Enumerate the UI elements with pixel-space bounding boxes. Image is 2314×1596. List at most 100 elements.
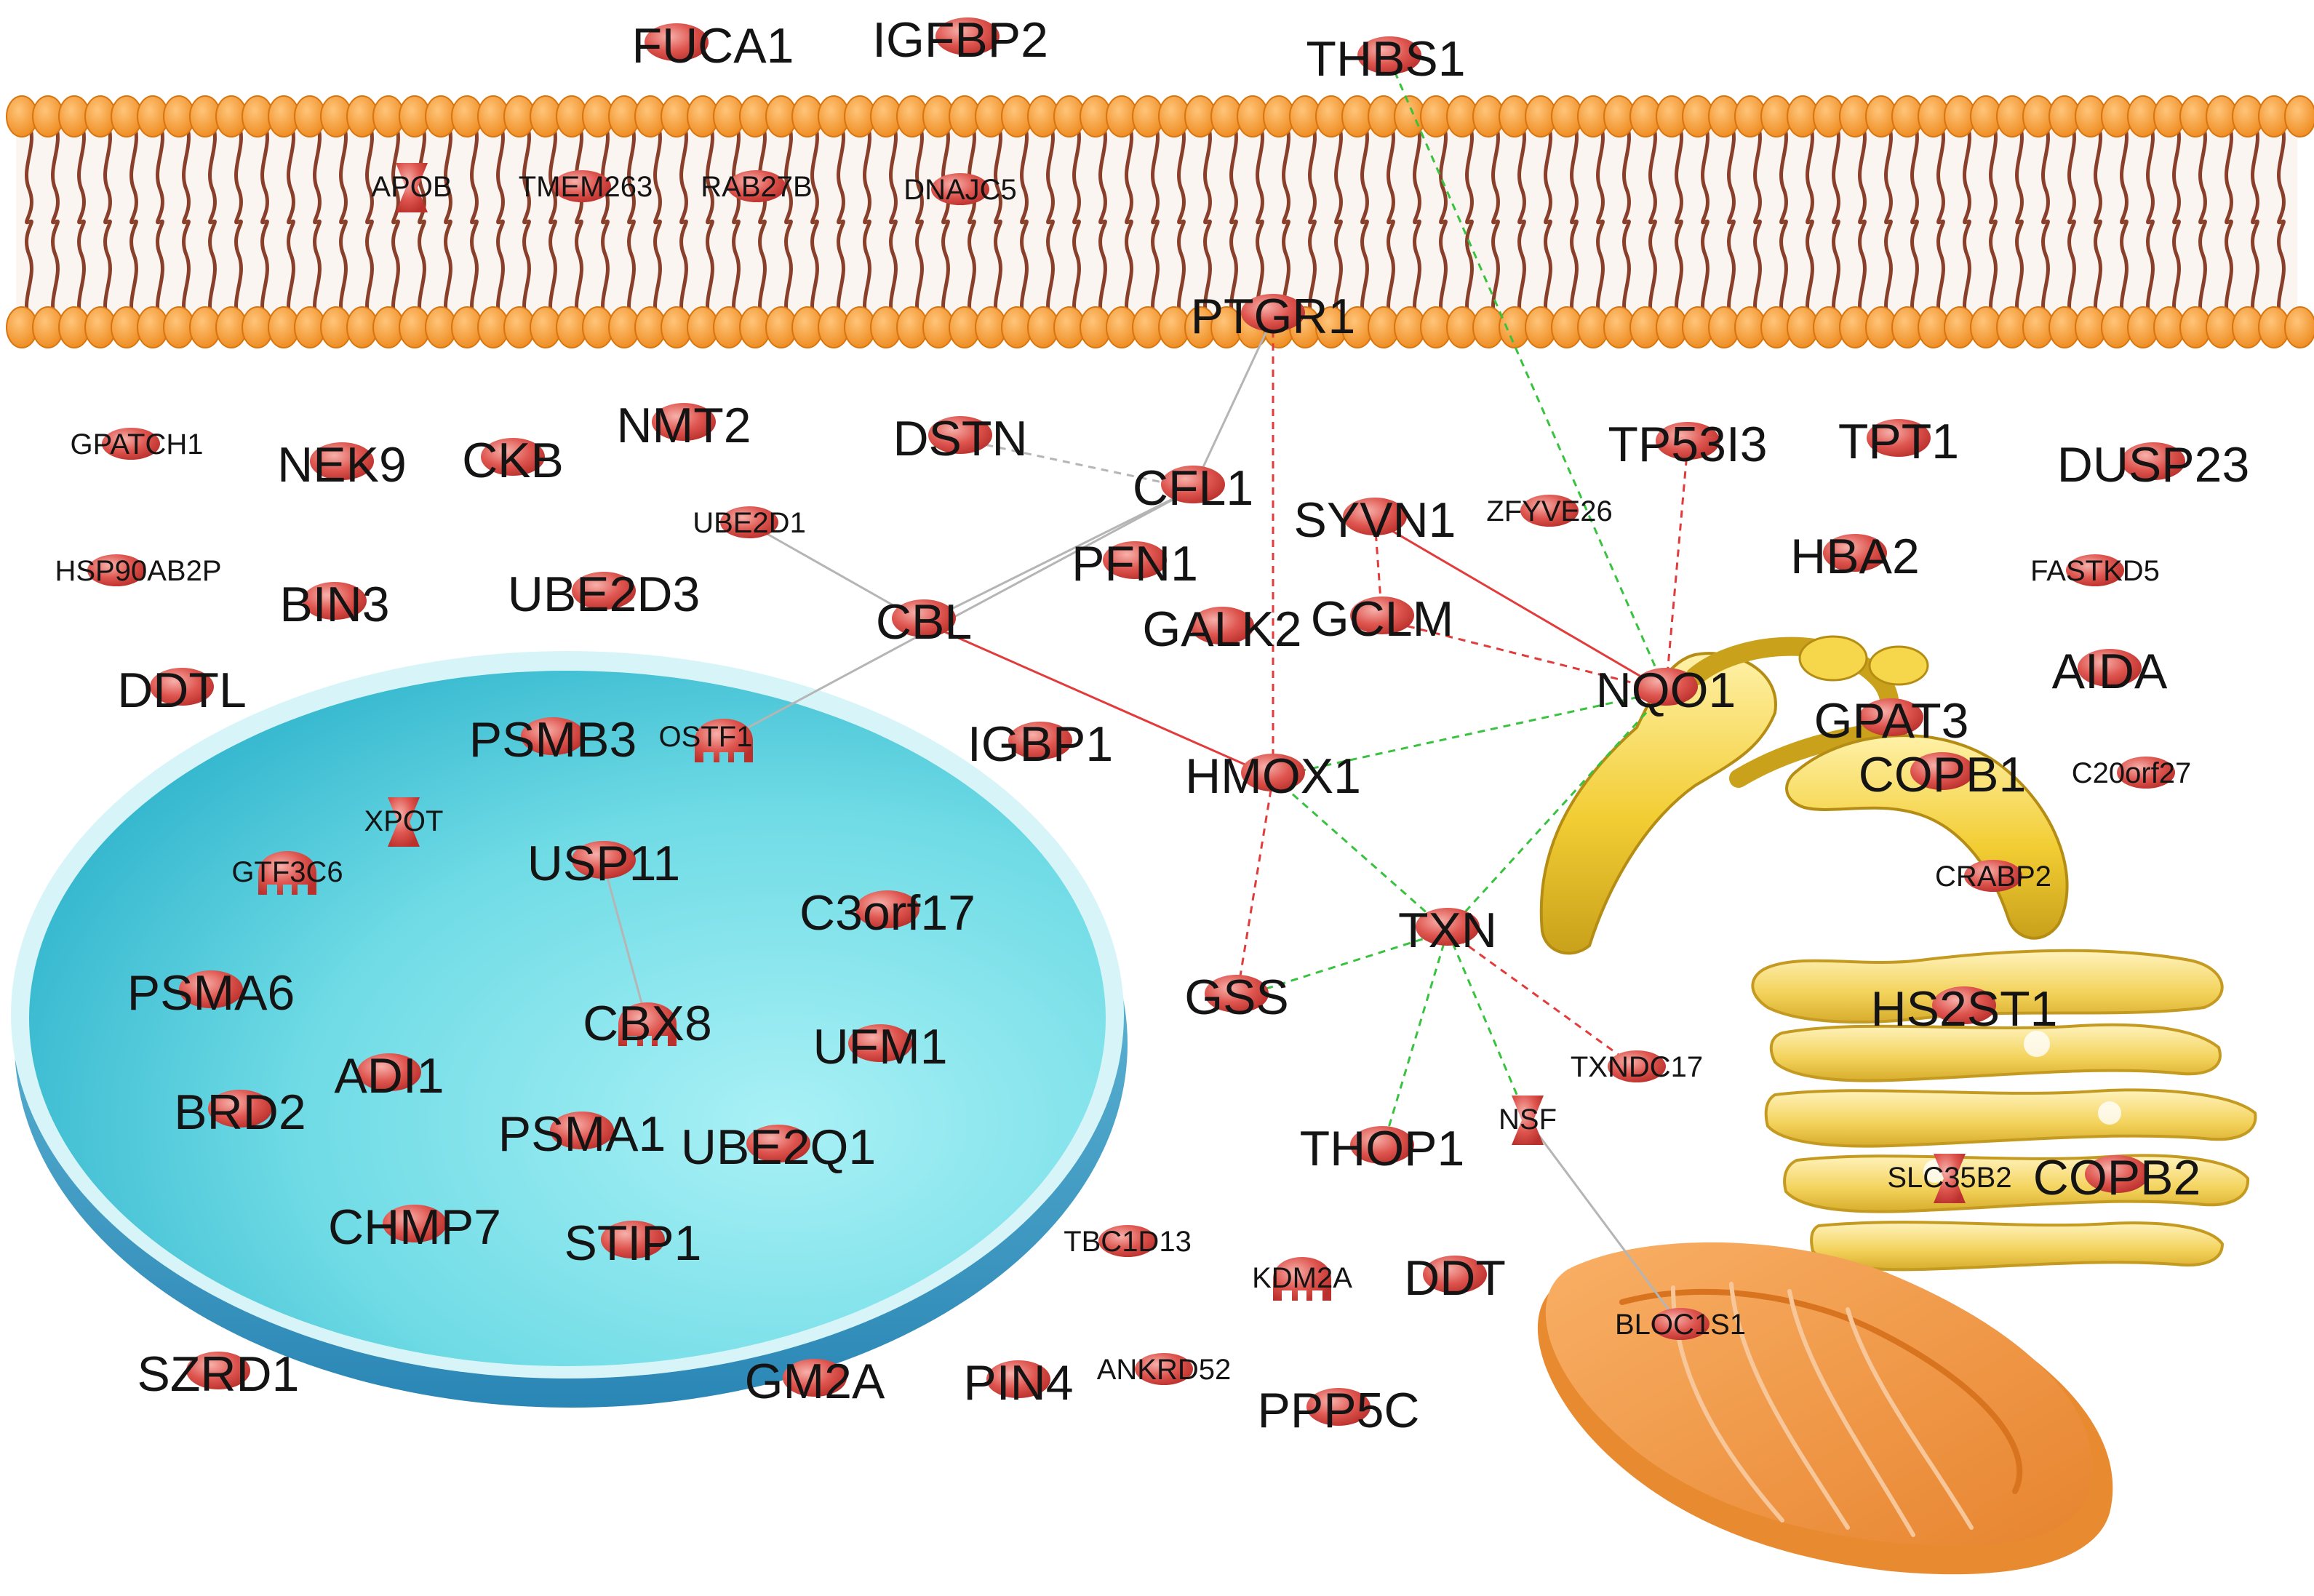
node-copb1[interactable]: COPB1	[1859, 747, 2027, 802]
node-hba2[interactable]: HBA2	[1790, 529, 1920, 584]
protein-icon	[383, 1205, 447, 1242]
node-gpatch1[interactable]: GPATCH1	[71, 428, 204, 460]
node-szrd1[interactable]: SZRD1	[137, 1346, 300, 1402]
node-aida[interactable]: AIDA	[2052, 644, 2168, 699]
node-tbc1d13[interactable]: TBC1D13	[1064, 1225, 1192, 1258]
protein-icon	[1343, 498, 1407, 535]
node-rab27b[interactable]: RAB27B	[701, 170, 813, 203]
node-pfn1[interactable]: PFN1	[1072, 536, 1198, 591]
node-fastkd5[interactable]: FASTKD5	[2030, 554, 2160, 587]
node-thbs1[interactable]: THBS1	[1306, 31, 1465, 87]
node-brd2[interactable]: BRD2	[174, 1085, 306, 1140]
node-chmp7[interactable]: CHMP7	[328, 1200, 501, 1255]
node-bin3[interactable]: BIN3	[279, 577, 389, 632]
node-cbl[interactable]: CBL	[876, 594, 972, 650]
node-pin4[interactable]: PIN4	[963, 1355, 1073, 1411]
node-c20orf27[interactable]: C20orf27	[2072, 757, 2192, 789]
node-label: CBX8	[583, 996, 712, 1051]
protein-icon	[986, 1360, 1050, 1398]
node-label: DSTN	[893, 411, 1027, 466]
node-psmb3[interactable]: PSMB3	[469, 712, 637, 767]
node-ptgr1[interactable]: PTGR1	[1191, 289, 1356, 344]
node-ppp5c[interactable]: PPP5C	[1258, 1383, 1420, 1438]
node-tmem263[interactable]: TMEM263	[519, 170, 653, 203]
node-bloc1s1[interactable]: BLOC1S1	[1615, 1308, 1746, 1341]
node-c3orf17[interactable]: C3orf17	[799, 885, 976, 941]
protein-icon	[1651, 1308, 1709, 1340]
node-igfbp2[interactable]: IGFBP2	[872, 12, 1048, 68]
node-tpt1[interactable]: TPT1	[1838, 414, 1959, 469]
node-txndc17[interactable]: TXNDC17	[1571, 1050, 1703, 1083]
node-gtf3c6[interactable]: GTF3C6	[231, 851, 343, 895]
node-hsp90ab2p[interactable]: HSP90AB2P	[55, 554, 222, 587]
node-dusp23[interactable]: DUSP23	[2057, 437, 2250, 492]
node-stip1[interactable]: STIP1	[564, 1216, 702, 1271]
protein-icon	[727, 170, 786, 202]
node-ostf1[interactable]: OSTF1	[659, 719, 753, 762]
protein-icon	[1608, 1050, 1666, 1082]
node-label: TXN	[1398, 903, 1497, 958]
node-nmt2[interactable]: NMT2	[616, 398, 751, 453]
edge-txn-gss	[1236, 930, 1448, 1000]
node-crabp2[interactable]: CRABP2	[1935, 860, 2051, 893]
node-cfl1[interactable]: CFL1	[1133, 460, 1253, 516]
node-psma6[interactable]: PSMA6	[127, 965, 295, 1021]
node-gss[interactable]: GSS	[1184, 970, 1289, 1025]
node-label: SZRD1	[137, 1346, 300, 1402]
edge-txn-nqo1	[1446, 690, 1667, 933]
protein-icon	[208, 1090, 272, 1128]
protein-icon	[720, 506, 778, 538]
node-label: STIP1	[564, 1216, 702, 1271]
node-adi1[interactable]: ADI1	[334, 1048, 444, 1104]
node-thop1[interactable]: THOP1	[1300, 1121, 1465, 1176]
node-hs2st1[interactable]: HS2ST1	[1871, 981, 2058, 1037]
node-dnajc5[interactable]: DNAJC5	[903, 173, 1017, 206]
edge-syvn1-nqo1	[1374, 519, 1667, 693]
node-syvn1[interactable]: SYVN1	[1294, 492, 1456, 548]
node-label: RAB27B	[701, 171, 812, 203]
protein-icon	[1520, 495, 1579, 527]
protein-icon	[935, 17, 1000, 55]
node-apob[interactable]: APOB	[371, 163, 452, 212]
node-ddt[interactable]: DDT	[1404, 1250, 1506, 1306]
node-gpat3[interactable]: GPAT3	[1814, 693, 1969, 749]
protein-icon	[572, 841, 636, 879]
node-ankrd52[interactable]: ANKRD52	[1097, 1353, 1232, 1386]
node-ddtl[interactable]: DDTL	[117, 663, 247, 718]
node-galk2[interactable]: GALK2	[1142, 602, 1301, 657]
node-label: GCLM	[1311, 591, 1453, 647]
node-psma1[interactable]: PSMA1	[498, 1106, 666, 1162]
node-gclm[interactable]: GCLM	[1311, 591, 1453, 647]
node-label: IGBP1	[968, 717, 1113, 772]
protein-icon	[892, 599, 956, 637]
node-cbx8[interactable]: CBX8	[583, 996, 712, 1051]
node-ufm1[interactable]: UFM1	[813, 1019, 947, 1074]
node-slc35b2[interactable]: SLC35B2	[1887, 1154, 2012, 1203]
node-label: GM2A	[745, 1354, 885, 1409]
node-label: CRABP2	[1935, 861, 2051, 893]
node-ube2d1[interactable]: UBE2D1	[693, 506, 806, 539]
mitochondrion	[1537, 1242, 2113, 1575]
node-copb2[interactable]: COPB2	[2033, 1150, 2201, 1205]
node-label: AIDA	[2052, 644, 2168, 699]
node-ckb[interactable]: CKB	[462, 433, 564, 488]
node-zfyve26[interactable]: ZFYVE26	[1486, 495, 1613, 527]
node-nsf[interactable]: NSF	[1499, 1096, 1557, 1145]
node-kdm2a[interactable]: KDM2A	[1252, 1257, 1352, 1301]
node-dstn[interactable]: DSTN	[893, 411, 1027, 466]
node-txn[interactable]: TXN	[1398, 903, 1497, 958]
node-ube2q1[interactable]: UBE2Q1	[681, 1120, 876, 1175]
node-nek9[interactable]: NEK9	[277, 437, 407, 492]
protein-icon	[2117, 757, 2175, 789]
node-nqo1[interactable]: NQO1	[1596, 663, 1736, 718]
node-ube2d3[interactable]: UBE2D3	[508, 567, 701, 622]
node-tp53i3[interactable]: TP53I3	[1608, 417, 1767, 472]
node-xpot[interactable]: XPOT	[364, 797, 444, 847]
node-hmox1[interactable]: HMOX1	[1185, 749, 1361, 804]
node-gm2a[interactable]: GM2A	[745, 1354, 885, 1409]
node-usp11[interactable]: USP11	[527, 836, 680, 891]
node-fuca1[interactable]: FUCA1	[632, 18, 794, 73]
edge-cfl1-ostf1	[723, 487, 1194, 742]
node-igbp1[interactable]: IGBP1	[968, 717, 1113, 772]
